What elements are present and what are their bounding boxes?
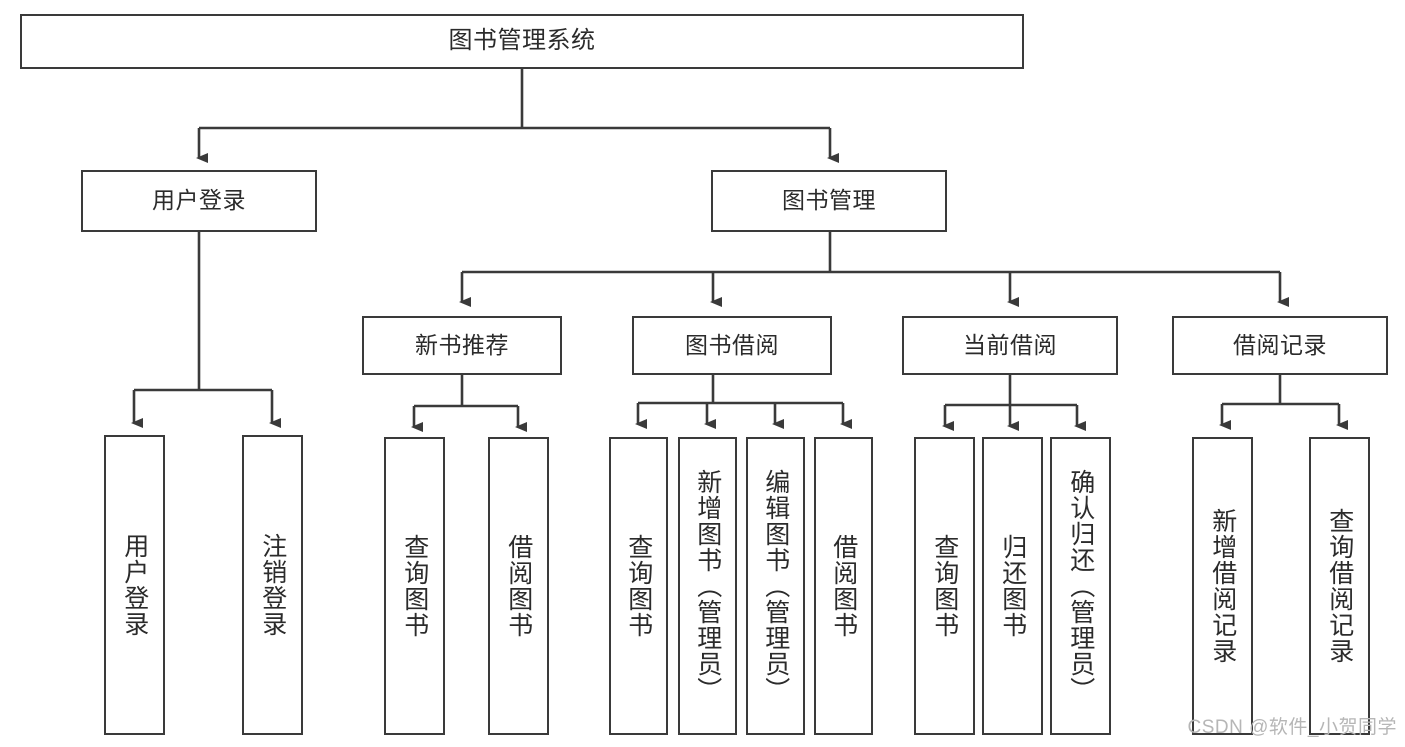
node-label: 借阅图书 [829,534,858,638]
node-label: 确认归还（管理员） [1066,469,1095,703]
leaf-user-login-signin[interactable]: 用户登录 [104,435,165,735]
node-current-borrow[interactable]: 当前借阅 [902,316,1118,375]
leaf-record-query-record[interactable]: 查询借阅记录 [1309,437,1370,735]
node-user-login[interactable]: 用户登录 [81,170,317,232]
leaf-borrow-edit-book-admin[interactable]: 编辑图书（管理员） [746,437,805,735]
node-label: 图书借阅 [685,331,779,358]
node-label: 当前借阅 [963,331,1057,358]
node-book-management[interactable]: 图书管理 [711,170,947,232]
leaf-borrow-add-book-admin[interactable]: 新增图书（管理员） [678,437,737,735]
leaf-borrow-borrow-book[interactable]: 借阅图书 [814,437,873,735]
node-label: 用户登录 [120,533,149,637]
leaf-record-add-record[interactable]: 新增借阅记录 [1192,437,1253,735]
node-label: 用户登录 [152,187,246,214]
node-new-book-recommend[interactable]: 新书推荐 [362,316,562,375]
leaf-current-confirm-return-admin[interactable]: 确认归还（管理员） [1050,437,1111,735]
node-label: 新书推荐 [415,331,509,358]
node-label: 编辑图书（管理员） [761,469,790,703]
node-label: 新增借阅记录 [1208,508,1237,664]
node-borrow-record[interactable]: 借阅记录 [1172,316,1388,375]
leaf-recommend-query-book[interactable]: 查询图书 [384,437,445,735]
node-label: 新增图书（管理员） [693,469,722,703]
node-label: 查询图书 [930,534,959,638]
node-label: 查询借阅记录 [1325,508,1354,664]
node-book-borrow[interactable]: 图书借阅 [632,316,832,375]
node-label: 图书管理系统 [448,27,596,55]
leaf-borrow-query-book[interactable]: 查询图书 [609,437,668,735]
node-label: 查询图书 [400,534,429,638]
node-label: 图书管理 [782,187,876,214]
node-label: 归还图书 [998,534,1027,638]
csdn-watermark: CSDN @软件_小贺同学 [1187,717,1397,738]
leaf-recommend-borrow-book[interactable]: 借阅图书 [488,437,549,735]
leaf-current-query-book[interactable]: 查询图书 [914,437,975,735]
node-label: 查询图书 [624,534,653,638]
node-label: 借阅记录 [1233,331,1327,358]
leaf-current-return-book[interactable]: 归还图书 [982,437,1043,735]
node-root-system[interactable]: 图书管理系统 [20,14,1024,69]
node-label: 借阅图书 [504,534,533,638]
leaf-user-login-signout[interactable]: 注销登录 [242,435,303,735]
node-label: 注销登录 [258,533,287,637]
